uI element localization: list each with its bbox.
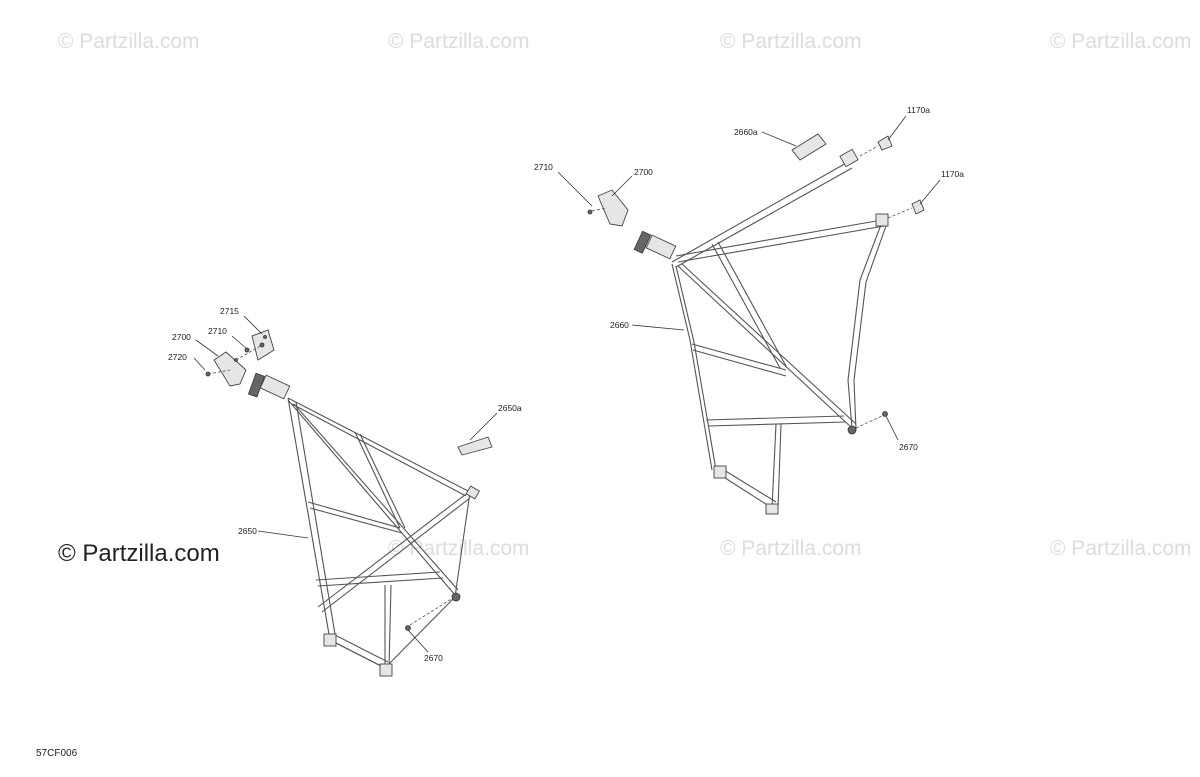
callout-2670: 2670 — [424, 653, 443, 663]
watermark: © Partzilla.com — [1050, 537, 1192, 560]
left-net-2650 — [247, 372, 480, 677]
leader-2650 — [257, 530, 309, 539]
right-fastener-2670 — [855, 411, 899, 441]
callout-2660: 2660 — [610, 320, 629, 330]
callout-2660a: 2660a — [734, 127, 758, 137]
left-strap-2650a — [457, 412, 498, 456]
callout-2650a: 2650a — [498, 403, 522, 413]
callout-2710: 2710 — [534, 162, 553, 172]
callout-1170a: 1170a — [907, 105, 930, 115]
callout-2700: 2700 — [172, 332, 191, 342]
watermark: © Partzilla.com — [720, 537, 862, 560]
drawing-code: 57CF006 — [36, 748, 78, 759]
callout-1170a: 1170a — [941, 169, 964, 179]
leader-2660 — [631, 324, 685, 331]
right-bracket-assembly — [557, 171, 633, 227]
watermark: © Partzilla.com — [720, 30, 862, 53]
right-net-2660 — [633, 148, 889, 515]
callout-2710: 2710 — [208, 326, 227, 336]
watermark-main: © Partzilla.com — [58, 540, 220, 567]
callout-2700: 2700 — [634, 167, 653, 177]
left-bracket-assembly — [193, 315, 275, 387]
right-clips-1170a — [859, 115, 941, 219]
callout-2670: 2670 — [899, 442, 918, 452]
left-fastener-2670 — [405, 597, 454, 653]
watermark: © Partzilla.com — [388, 30, 530, 53]
callout-2720: 2720 — [168, 352, 187, 362]
callout-2715: 2715 — [220, 306, 239, 316]
watermark: © Partzilla.com — [58, 30, 200, 53]
watermark: © Partzilla.com — [388, 537, 530, 560]
right-strap-2660a — [761, 131, 827, 161]
watermark: © Partzilla.com — [1050, 30, 1192, 53]
callout-2650: 2650 — [238, 526, 257, 536]
